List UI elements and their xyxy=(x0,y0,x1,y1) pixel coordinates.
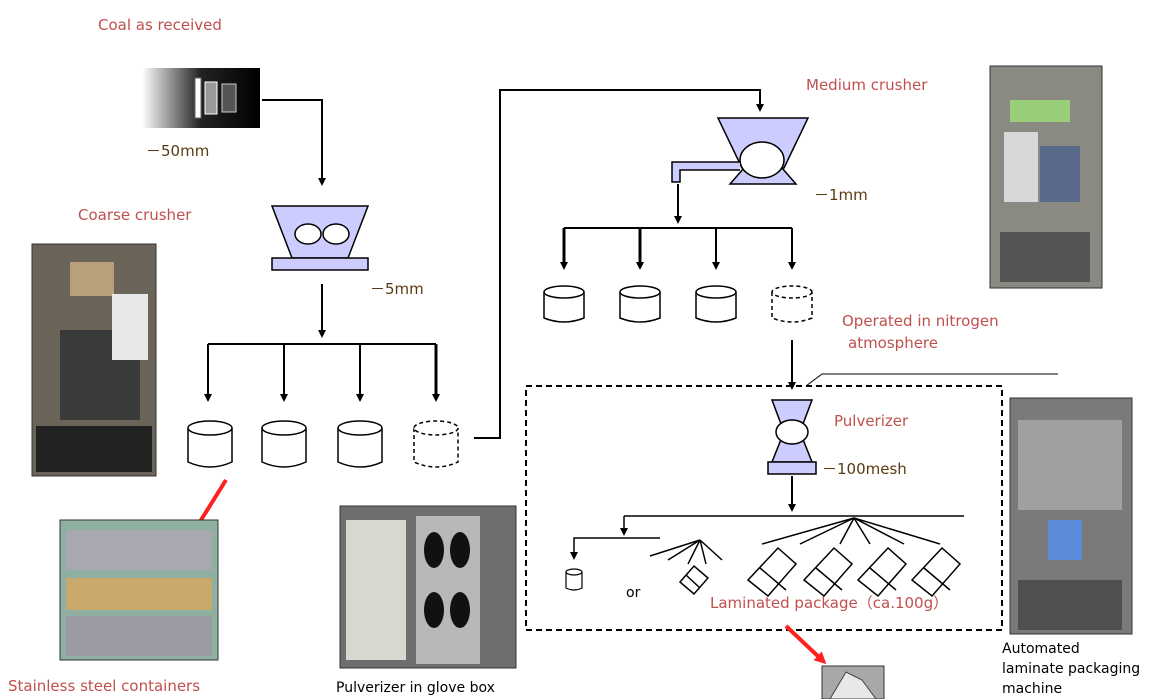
container-5 xyxy=(543,285,585,323)
photo-coarse-crusher xyxy=(31,243,157,477)
coarse-crusher-symbol xyxy=(270,205,370,271)
bag-small xyxy=(678,564,710,596)
container-4-dashed xyxy=(413,420,459,468)
coarse-crusher-label: Coarse crusher xyxy=(78,206,192,224)
automated-label-line1: Automated xyxy=(1002,641,1080,657)
flow-lines-stage2 xyxy=(560,184,796,390)
bag-1 xyxy=(746,546,798,598)
nitrogen-callout-line xyxy=(805,373,823,387)
automated-label-line3: machine xyxy=(1002,681,1063,697)
automated-label-line2: laminate packaging xyxy=(1002,661,1141,677)
pulverizer-symbol xyxy=(767,399,817,475)
container-6 xyxy=(619,285,661,323)
coal-as-received-label: Coal as received xyxy=(98,16,222,34)
medium-crusher-symbol xyxy=(671,117,810,185)
container-3 xyxy=(337,420,383,468)
size-5mm-label: －5mm xyxy=(370,280,424,298)
photo-laminate-packaging-machine xyxy=(1009,397,1133,635)
nitrogen-label-line2: atmosphere xyxy=(848,334,938,352)
laminated-bags xyxy=(678,546,962,598)
container-2 xyxy=(261,420,307,468)
photo-stainless-containers xyxy=(59,519,219,661)
flow-lines-stage1 xyxy=(204,89,764,439)
pulverizer-glove-box-label: Pulverizer in glove box xyxy=(336,680,495,696)
containers-stage1 xyxy=(187,420,459,468)
pulverizer-label: Pulverizer xyxy=(834,412,909,430)
containers-stage2 xyxy=(543,285,813,323)
or-label: or xyxy=(626,585,641,601)
size-50mm-label: －50mm xyxy=(146,142,210,160)
size-100mesh-label: －100mesh xyxy=(822,460,907,478)
container-8-dashed xyxy=(771,285,813,323)
photo-laminated-package xyxy=(821,665,885,699)
medium-crusher-label: Medium crusher xyxy=(806,76,928,94)
bag-2 xyxy=(802,546,854,598)
container-1 xyxy=(187,420,233,468)
photo-medium-crusher xyxy=(989,65,1103,289)
stainless-containers-label: Stainless steel containers xyxy=(8,677,201,695)
flow-lines-stage3 xyxy=(570,476,964,565)
container-7 xyxy=(695,285,737,323)
red-arrow-package xyxy=(784,624,827,665)
size-1mm-label: －1mm xyxy=(814,186,868,204)
bag-4 xyxy=(910,546,962,598)
nitrogen-label-line1: Operated in nitrogen xyxy=(842,312,999,330)
photo-pulverizer-glove-box xyxy=(339,505,517,669)
laminated-package-label: Laminated package（ca.100g） xyxy=(710,594,949,612)
bag-3 xyxy=(856,546,908,598)
small-container-symbol xyxy=(565,568,583,591)
coal-sample-icon xyxy=(142,68,260,128)
